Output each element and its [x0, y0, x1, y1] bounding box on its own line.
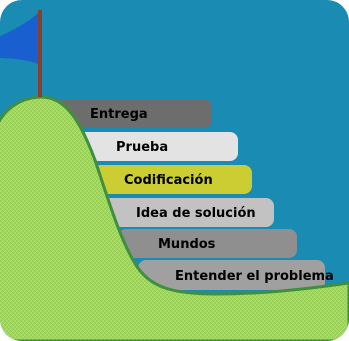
step-label-mundos: Mundos [158, 237, 216, 252]
green-hill [0, 95, 349, 341]
step-label-entrega: Entrega [90, 107, 148, 122]
step-entrega [42, 99, 212, 128]
step-entender-el-problema [138, 260, 325, 290]
step-idea-de-solucion [98, 198, 274, 227]
step-label-idea-de-solucion: Idea de solución [136, 206, 256, 221]
step-label-codificacion: Codificación [124, 173, 213, 188]
step-label-entender-el-problema: Entender el problema [175, 269, 334, 284]
step-prueba [60, 132, 238, 161]
step-label-prueba: Prueba [116, 140, 168, 155]
step-mundos [118, 229, 297, 258]
step-codificacion [80, 165, 252, 194]
flag-icon [0, 13, 38, 64]
